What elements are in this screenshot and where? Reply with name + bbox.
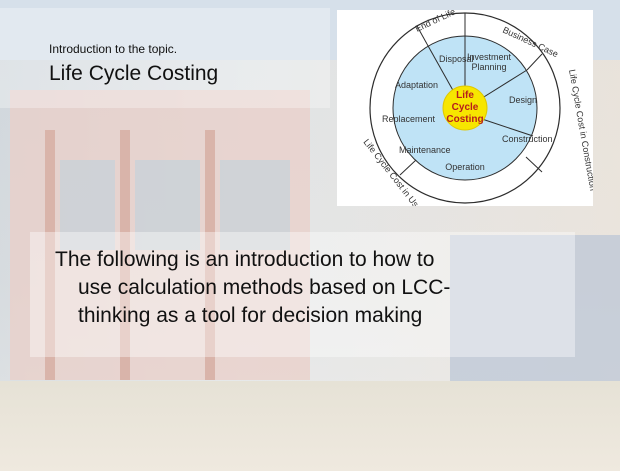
outer-divider [525,156,543,173]
segment-disposal: Disposal [439,54,474,64]
center-label-2: Cycle [452,102,479,113]
facade-column [120,130,130,380]
outer-divider [526,53,543,71]
body-line: use calculation methods based on LCC- [78,276,451,299]
center-label-1: Life [456,90,474,101]
window [60,160,115,250]
text-panel [30,232,575,357]
center-circle [442,85,488,131]
body-text: The following is an introduction to how … [55,246,575,330]
adjacent-building [450,235,620,395]
segment-operation: Operation [445,162,485,172]
segment-adaptation: Adaptation [395,80,438,90]
segment-maintenance: Maintenance [399,145,451,155]
segment-construction: Construction [502,134,553,144]
window [220,160,290,250]
facade-column [45,130,55,380]
page-title: Life Cycle Costing [49,62,219,85]
inner-spoke [426,43,456,95]
segment-investment: Investment [467,52,512,62]
window [135,160,200,250]
inner-spoke [478,69,528,101]
ground [0,381,620,471]
lcc-diagram-svg: Life Cycle Costing Disposal Investment P… [361,7,598,213]
inner-spoke [478,117,534,137]
body-line: thinking as a tool for decision making [78,304,423,327]
facade-column [205,130,215,380]
outer-divider [416,25,428,45]
lcc-diagram: Life Cycle Costing Disposal Investment P… [337,7,598,213]
subtitle: Introduction to the topic. [49,42,178,56]
title-panel [0,8,330,108]
center-label-3: Costing [446,114,483,125]
segment-replacement: Replacement [382,114,436,124]
segment-planning: Planning [471,62,506,72]
outer-divider [399,159,417,176]
segment-design: Design [509,95,537,105]
outer-lcc-construction: Life Cycle Cost in Construction [567,69,593,192]
body-line: The following is an introduction to how … [55,248,435,271]
